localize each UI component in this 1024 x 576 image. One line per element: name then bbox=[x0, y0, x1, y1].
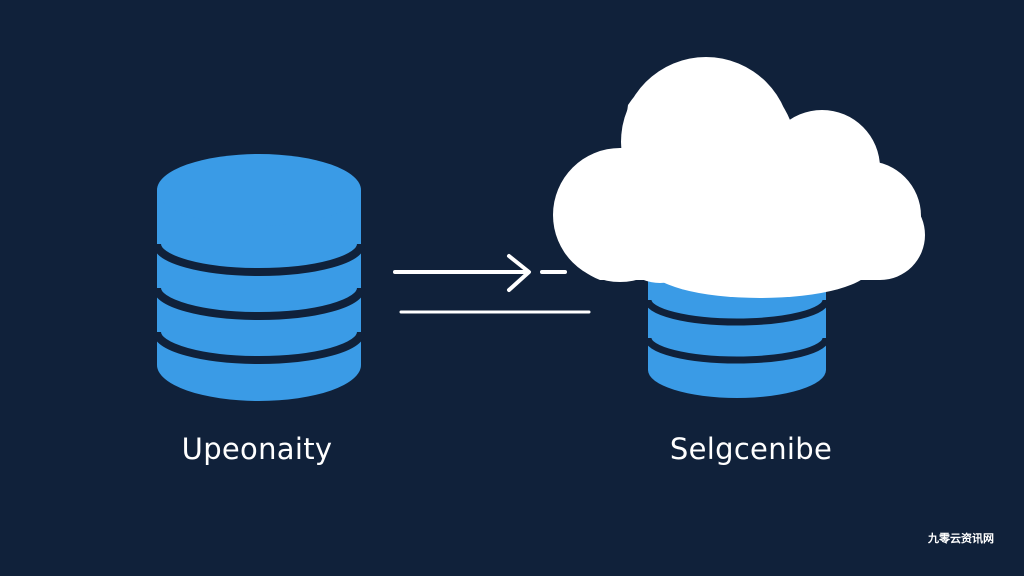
cloud-database-label: Selgcenibe bbox=[669, 432, 833, 466]
cloud-database-icon bbox=[553, 57, 925, 398]
cloud-icon bbox=[553, 57, 925, 298]
watermark: 九零云资讯网 bbox=[928, 532, 994, 545]
database-icon bbox=[153, 154, 365, 401]
database-icon bbox=[644, 275, 830, 398]
arrow-right-icon bbox=[393, 254, 591, 314]
source-database-label: Upeonaity bbox=[181, 432, 333, 466]
